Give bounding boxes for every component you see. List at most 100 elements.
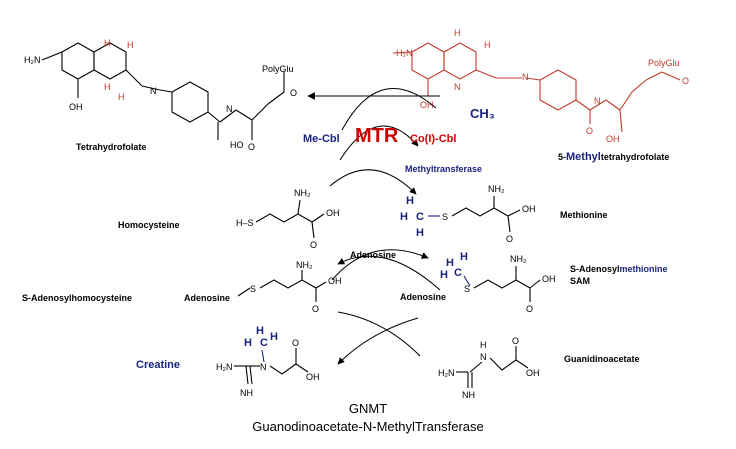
sam-nh2-label: NH₂	[510, 254, 527, 264]
sah-s-label: S	[250, 284, 256, 294]
sam-c-label: C	[454, 267, 462, 279]
thf-nh-label: N	[226, 104, 233, 114]
thf-o2-label: O	[290, 88, 297, 98]
hcy-hs-label: H–S	[236, 218, 254, 228]
methionine-structure: H H C H S NH₂ OH O Methionine	[400, 184, 608, 244]
gnmt-arc-bottom	[337, 317, 419, 365]
cr-n-label: N	[260, 362, 267, 372]
cr-h-right-label: H	[270, 331, 278, 343]
thf-ho-label: HO	[230, 140, 244, 150]
mthf-name-suffix: tetrahydrofolate	[601, 152, 670, 162]
met-oh-label: OH	[522, 204, 536, 214]
mtr-label: MTR	[355, 125, 399, 147]
mtr-arc-bottom	[329, 169, 417, 195]
thf-n-label: N	[150, 86, 157, 96]
cr-o-label: O	[292, 338, 299, 348]
mthf-h2n-label: H₂N	[396, 48, 413, 58]
guanidinoacetate-name: Guanidinoacetate	[564, 354, 640, 364]
methyltransferase-label: Methyltransferase	[405, 164, 482, 174]
hcy-nh2-label: NH₂	[294, 188, 311, 198]
thf-h2n-label: H₂N	[24, 55, 41, 65]
methyl-thf-structure: H₂N OH H H N N N O OH PolyGlu O CH₃ 5-Me…	[392, 28, 689, 163]
gnmt-arc-top	[337, 311, 421, 357]
cr-oh-label: OH	[306, 372, 320, 382]
ga-n-label: N	[480, 352, 487, 362]
met-h-bottom-label: H	[416, 227, 424, 239]
mthf-o2-label: O	[682, 76, 689, 86]
thf-h2-bottom-label: H	[118, 92, 125, 102]
sam-name-highlight: methionine	[620, 264, 668, 274]
sah-nh2-label: NH₂	[296, 260, 313, 270]
mthf-polyglu-label: PolyGlu	[648, 58, 680, 68]
mthf-ch3-label: CH₃	[470, 106, 495, 121]
thf-h2-top-label: H	[127, 40, 134, 50]
cr-h2n-label: H₂N	[216, 362, 233, 372]
ga-o-label: O	[512, 336, 519, 346]
sah-structure: S-Adenosylhomocysteine Adenosine S NH₂ O…	[22, 260, 342, 314]
met-nh2-label: NH₂	[488, 184, 505, 194]
caption-line2: Guanodinoacetate-N-MethylTransferase	[252, 419, 483, 434]
met-c-label: C	[416, 211, 424, 223]
cr-nh-label: NH	[240, 388, 253, 398]
thf-h-top-label: H	[104, 38, 111, 48]
cr-h-top-label: H	[256, 325, 264, 337]
sam-adenosine-label: Adenosine	[400, 292, 446, 302]
met-h-top-label: H	[406, 195, 414, 207]
mthf-h2-label: H	[484, 40, 491, 50]
sah-adenosine-label: Adenosine	[184, 293, 230, 303]
mtr-arc-inner	[339, 125, 419, 161]
sam-arc-bottom	[337, 255, 441, 291]
sah-name: S-Adenosylhomocysteine	[22, 293, 132, 303]
thf-h-bottom-label: H	[104, 82, 111, 92]
thf-polyglu-label: PolyGlu	[262, 64, 294, 74]
sam-o-label: O	[526, 304, 533, 314]
mthf-oh-label: OH	[420, 100, 434, 110]
sam-h-top2-label: H	[460, 251, 468, 263]
mthf-name-prefix: 5-	[558, 152, 566, 162]
thf-name: Tetrahydrofolate	[76, 142, 146, 152]
mthf-h-top-label: H	[454, 28, 461, 38]
thf-structure: H₂N OH H H H H N N O HO PolyGlu O Tetrah…	[24, 38, 297, 152]
thf-o-label: O	[248, 142, 255, 152]
ga-oh-label: OH	[526, 368, 540, 378]
guanidinoacetate-structure: H₂N NH N H O OH Guanidinoacetate	[438, 336, 640, 400]
me-cbl-label: Me-Cbl	[303, 133, 340, 145]
mthf-n2-label: N	[594, 96, 601, 106]
sam-name: S-Adenosylmethionine	[570, 264, 668, 274]
ga-h2n-label: H₂N	[438, 368, 455, 378]
adenosine-arrow-label: Adenosine	[350, 250, 396, 260]
co-cbl-label: Co(I)-Cbl	[410, 133, 456, 145]
sah-oh-label: OH	[328, 276, 342, 286]
sam-oh-label: OH	[542, 274, 556, 284]
mthf-n-label: N	[454, 82, 461, 92]
met-o-label: O	[506, 234, 513, 244]
ga-h-label: H	[480, 340, 487, 350]
hcy-oh-label: OH	[326, 208, 340, 218]
sam-structure: H H H C Adenosine S NH₂ OH O S-Adenosylm…	[400, 251, 668, 314]
caption-line1: GNMT	[349, 401, 387, 416]
ga-nh-label: NH	[462, 390, 475, 400]
mthf-name: 5-Methyltetrahydrofolate	[558, 151, 669, 163]
cr-h-left-label: H	[244, 337, 252, 349]
sah-o-label: O	[312, 304, 319, 314]
mthf-o-label: O	[586, 126, 593, 136]
mthf-oh2-label: OH	[606, 134, 620, 144]
met-s-label: S	[442, 212, 448, 222]
met-h-left-label: H	[400, 211, 408, 223]
mthf-name-highlight: Methyl	[566, 151, 601, 163]
mthf-nh-label: N	[522, 72, 529, 82]
homocysteine-structure: Homocysteine H–S NH₂ OH O	[118, 188, 340, 250]
sam-arc-top	[331, 249, 429, 281]
creatine-name: Creatine	[136, 359, 180, 371]
homocysteine-name: Homocysteine	[118, 220, 180, 230]
thf-oh-label: OH	[69, 102, 83, 112]
hcy-o-label: O	[310, 240, 317, 250]
methionine-name: Methionine	[560, 210, 608, 220]
creatine-structure: Creatine H H C H H₂N NH N O OH	[136, 325, 320, 398]
sam-name-prefix: S-Adenosyl	[570, 264, 620, 274]
sam-s-label: S	[464, 284, 470, 294]
sam-h-left-label: H	[440, 269, 448, 281]
cr-c-label: C	[260, 337, 268, 349]
